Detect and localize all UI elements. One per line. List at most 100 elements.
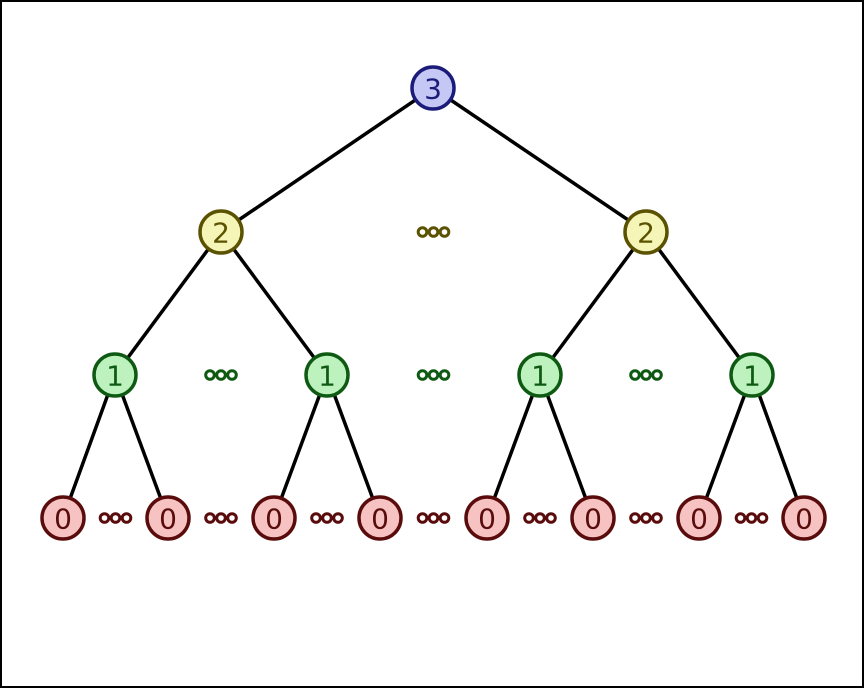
tree-node-level-0: 0 xyxy=(40,495,86,541)
ellipsis-marker xyxy=(204,369,238,381)
ellipsis-dot xyxy=(629,512,641,524)
tree-edge xyxy=(325,374,382,519)
ellipsis-marker xyxy=(523,512,557,524)
node-circle xyxy=(676,495,722,541)
ellipsis-dot xyxy=(416,512,429,524)
tree-node-level-2: 2 xyxy=(623,209,669,255)
node-circle xyxy=(304,352,350,398)
ellipsis-dot xyxy=(310,512,322,524)
node-circle xyxy=(517,352,563,398)
tree-node-level-0: 0 xyxy=(145,495,191,541)
tree-node-level-0: 0 xyxy=(251,495,297,541)
tree-edge xyxy=(113,230,223,377)
ellipsis-dot xyxy=(756,512,769,524)
ellipsis-dot xyxy=(545,512,557,524)
ellipsis-dot xyxy=(332,512,344,524)
ellipsis-marker xyxy=(734,512,769,524)
node-circle xyxy=(251,495,297,541)
ellipsis-dot xyxy=(321,512,333,524)
tree-edge xyxy=(538,374,595,519)
tree-edge xyxy=(220,86,434,234)
ellipsis-dot xyxy=(120,512,133,524)
node-circle xyxy=(40,495,86,541)
ellipsis-dot xyxy=(109,512,122,524)
tree-node-level-0: 0 xyxy=(464,495,510,541)
ellipsis-dot xyxy=(734,512,747,524)
ellipsis-dot xyxy=(215,369,227,381)
node-label: 0 xyxy=(795,503,813,536)
tree-node-level-0: 0 xyxy=(781,495,827,541)
ellipsis-marker xyxy=(416,369,451,381)
tree-node-level-0: 0 xyxy=(570,495,616,541)
node-label: 3 xyxy=(424,73,442,106)
node-label: 1 xyxy=(318,360,336,393)
ellipsis-dot xyxy=(427,512,440,524)
tree-edges xyxy=(61,86,806,519)
tree-edge xyxy=(219,230,329,377)
node-label: 0 xyxy=(54,503,72,536)
ellipsis-markers xyxy=(98,226,769,524)
tree-nodes: 3 2 2 1 1 1 1 0 0 0 0 0 0 0 0 xyxy=(40,65,827,541)
ellipsis-marker xyxy=(310,512,344,524)
ellipsis-marker xyxy=(629,512,663,524)
ellipsis-dot xyxy=(427,369,440,381)
ellipsis-dot xyxy=(640,512,652,524)
ellipsis-dot xyxy=(651,512,663,524)
ellipsis-marker xyxy=(629,369,663,381)
tree-node-level-2: 2 xyxy=(198,209,244,255)
ellipsis-dot xyxy=(534,512,546,524)
ellipsis-dot xyxy=(204,512,216,524)
tree-node-level-1: 1 xyxy=(304,352,350,398)
ellipsis-marker xyxy=(416,226,451,238)
node-label: 0 xyxy=(584,503,602,536)
node-label: 1 xyxy=(106,360,124,393)
ellipsis-dot xyxy=(416,369,429,381)
tree-edge xyxy=(61,374,117,519)
node-circle xyxy=(410,65,456,111)
node-circle xyxy=(145,495,191,541)
node-label: 0 xyxy=(265,503,283,536)
tree-edge xyxy=(113,374,170,519)
ellipsis-dot xyxy=(523,512,535,524)
ellipsis-marker xyxy=(204,512,238,524)
ellipsis-dot xyxy=(226,369,238,381)
node-circle xyxy=(623,209,669,255)
ellipsis-dot xyxy=(416,226,429,238)
ellipsis-dot xyxy=(427,226,440,238)
node-circle xyxy=(92,352,138,398)
node-circle xyxy=(198,209,244,255)
tree-edge xyxy=(750,374,806,519)
node-label: 2 xyxy=(637,217,655,250)
ellipsis-dot xyxy=(438,512,451,524)
ellipsis-marker xyxy=(416,512,451,524)
tree-edge xyxy=(272,374,329,519)
ellipsis-dot xyxy=(745,512,758,524)
tree-edge xyxy=(538,230,648,377)
node-circle xyxy=(464,495,510,541)
tree-node-level-3: 3 xyxy=(410,65,456,111)
tree-edge xyxy=(432,86,647,234)
tree-edge xyxy=(697,374,754,519)
tree-edge xyxy=(485,374,542,519)
tree-node-level-0: 0 xyxy=(676,495,722,541)
ellipsis-dot xyxy=(629,369,641,381)
node-label: 0 xyxy=(478,503,496,536)
node-circle xyxy=(570,495,616,541)
node-label: 1 xyxy=(531,360,549,393)
tree-node-level-1: 1 xyxy=(517,352,563,398)
node-label: 0 xyxy=(371,503,389,536)
node-label: 0 xyxy=(690,503,708,536)
node-label: 1 xyxy=(743,360,761,393)
node-label: 0 xyxy=(159,503,177,536)
ellipsis-dot xyxy=(215,512,227,524)
ellipsis-dot xyxy=(640,369,652,381)
ellipsis-dot xyxy=(204,369,216,381)
tree-node-level-0: 0 xyxy=(357,495,403,541)
ellipsis-dot xyxy=(438,369,451,381)
ellipsis-marker xyxy=(98,512,133,524)
node-circle xyxy=(357,495,403,541)
node-circle xyxy=(729,352,775,398)
ellipsis-dot xyxy=(438,226,451,238)
